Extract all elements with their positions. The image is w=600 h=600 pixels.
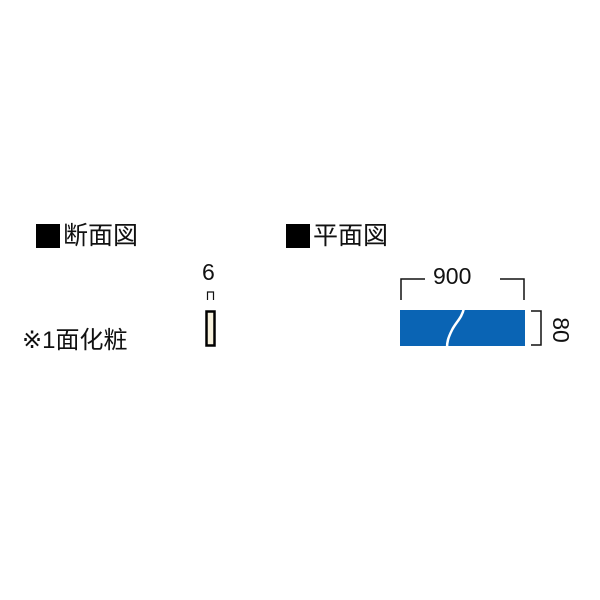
one-side-finish-note: ※1面化粧 <box>22 327 128 354</box>
section-view-heading: 断面図 <box>36 222 138 250</box>
depth-dimension-bracket <box>531 310 542 346</box>
thickness-dimension-bracket <box>206 291 215 300</box>
black-square-bullet-icon <box>286 224 310 248</box>
width-dimension-label: 900 <box>433 263 472 289</box>
black-square-bullet-icon <box>36 224 60 248</box>
width-dimension-left-bracket <box>400 278 425 300</box>
section-view-title: 断面図 <box>63 222 139 250</box>
section-board-shape <box>205 310 216 347</box>
break-line <box>445 307 466 349</box>
plan-view-heading: 平面図 <box>286 222 388 250</box>
plan-view-title: 平面図 <box>313 222 389 250</box>
plan-board-shape <box>400 310 525 346</box>
width-dimension-right-bracket <box>500 278 525 300</box>
thickness-dimension-label: 6 <box>202 259 215 285</box>
